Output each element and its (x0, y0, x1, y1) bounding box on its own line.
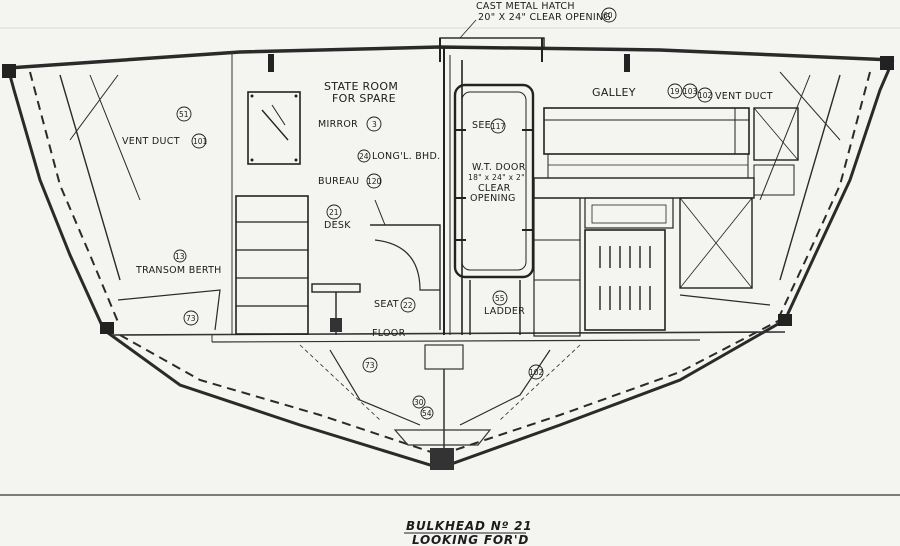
mirror-ref-num: 3 (372, 120, 377, 129)
desk-label: DESK (324, 220, 351, 231)
ref-num-30: 30 (414, 398, 424, 407)
hatch-ref-num: 60 (603, 11, 613, 20)
watertight-door (453, 83, 535, 279)
wt-door-ref-num: 117 (491, 122, 506, 131)
mirror-ref-circle (366, 116, 382, 132)
floor-label: FLOOR (372, 328, 406, 339)
seat-ref-circle (400, 297, 416, 313)
hatch-label-line2: 20" X 24" CLEAR OPENING (478, 12, 611, 23)
wt-door-label-1: W.T. DOOR (472, 162, 526, 173)
galley-label: GALLEY (592, 86, 636, 99)
galley-vent-ref-circle (697, 87, 713, 103)
bureau-label: BUREAU (318, 176, 359, 187)
stateroom-label-line2: FOR SPARE (332, 92, 396, 105)
mirror-label: MIRROR (318, 119, 358, 130)
mirror (247, 91, 301, 165)
ref-circle-54 (420, 406, 434, 420)
ref-circle-51 (176, 106, 192, 122)
wt-door-prefix: SEE (472, 120, 491, 131)
longl-label: LONG'L. BHD. (372, 151, 440, 162)
ref-circle-73a (183, 310, 199, 326)
stateroom-label-line1: STATE ROOM (324, 80, 398, 93)
drawing-title-line2: LOOKING FOR'D (412, 533, 529, 546)
seat-label: SEAT (374, 299, 399, 310)
ref-num-73a: 73 (186, 314, 196, 323)
hatch-ref-circle (601, 7, 617, 23)
floor-structure (111, 331, 786, 448)
ref-circle-102 (528, 364, 544, 380)
keel-block (430, 448, 454, 470)
bureau-ref-num: 120 (367, 177, 382, 186)
ref-num-54: 54 (422, 409, 432, 418)
bureau (235, 195, 309, 335)
vent-duct-label: VENT DUCT (122, 136, 180, 147)
ref-circle-73b (362, 357, 378, 373)
transom-ref-num: 13 (175, 252, 185, 261)
galley-ref-num-2: 103 (683, 87, 698, 96)
galley-ref-circle (667, 83, 683, 99)
galley-vent-label: VENT DUCT (715, 91, 773, 102)
wt-door-label-4: OPENING (470, 193, 516, 204)
seat-ref-num: 22 (403, 301, 413, 310)
wt-door-label-3: CLEAR (478, 183, 511, 194)
galley-vent-ref-num: 102 (698, 91, 713, 100)
hatch-label-line1: CAST METAL HATCH (476, 1, 575, 12)
ladder-ref-num: 55 (495, 294, 505, 303)
galley-ref-circle-2 (682, 83, 698, 99)
ladder (469, 280, 521, 335)
hatch (268, 19, 630, 72)
desk-ref-num: 21 (329, 208, 339, 217)
ref-circle-30 (412, 395, 426, 409)
wt-door-ref-circle (490, 118, 506, 134)
vent-duct-ref-num: 101 (193, 137, 208, 146)
drawing-title-line1: BULKHEAD Nº 21 (406, 519, 532, 533)
longl-ref-num: 24 (359, 152, 369, 161)
wt-door-label-2: 18" x 24" x 2" (468, 173, 525, 182)
longl-ref-circle (357, 149, 371, 163)
desk-ref-circle (326, 204, 342, 220)
ladder-label: LADDER (484, 306, 525, 317)
ref-num-51: 51 (179, 110, 189, 119)
galley-cabinets (533, 107, 799, 337)
transom-label: TRANSOM BERTH (135, 265, 222, 276)
galley-ref-num: 19 (670, 87, 680, 96)
ref-num-102: 102 (529, 368, 544, 377)
vent-duct-ref-circle (191, 133, 207, 149)
bureau-ref-circle (366, 173, 382, 189)
seat (311, 283, 361, 335)
frame-braces (59, 71, 841, 331)
desk (370, 199, 441, 330)
ref-num-73b: 73 (365, 361, 375, 370)
ladder-ref-circle (492, 290, 508, 306)
hull-outline (2, 45, 895, 470)
transom-ref-circle (173, 249, 187, 263)
